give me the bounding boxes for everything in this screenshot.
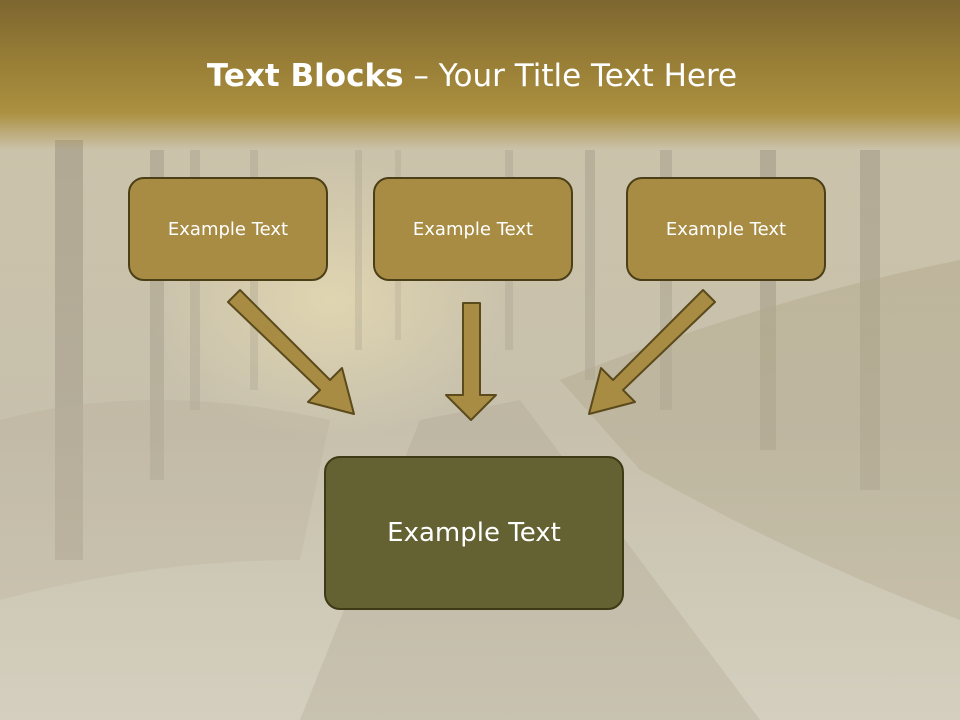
- text-block-label: Example Text: [167, 218, 289, 240]
- text-block-right[interactable]: Example Text: [626, 177, 826, 281]
- text-block-target[interactable]: Example Text: [324, 456, 624, 610]
- text-block-label: Example Text: [665, 218, 787, 240]
- target-block-label: Example Text: [387, 518, 561, 548]
- title-rest-part: Your Title Text Here: [438, 58, 738, 94]
- text-block-label: Example Text: [412, 218, 534, 240]
- title-bold-part: Text Blocks: [206, 58, 404, 94]
- title-separator: –: [413, 58, 429, 94]
- slide-title: Text Blocks – Your Title Text Here: [0, 56, 944, 96]
- text-block-center[interactable]: Example Text: [373, 177, 573, 281]
- text-block-left[interactable]: Example Text: [128, 177, 328, 281]
- title-bar: [0, 0, 960, 150]
